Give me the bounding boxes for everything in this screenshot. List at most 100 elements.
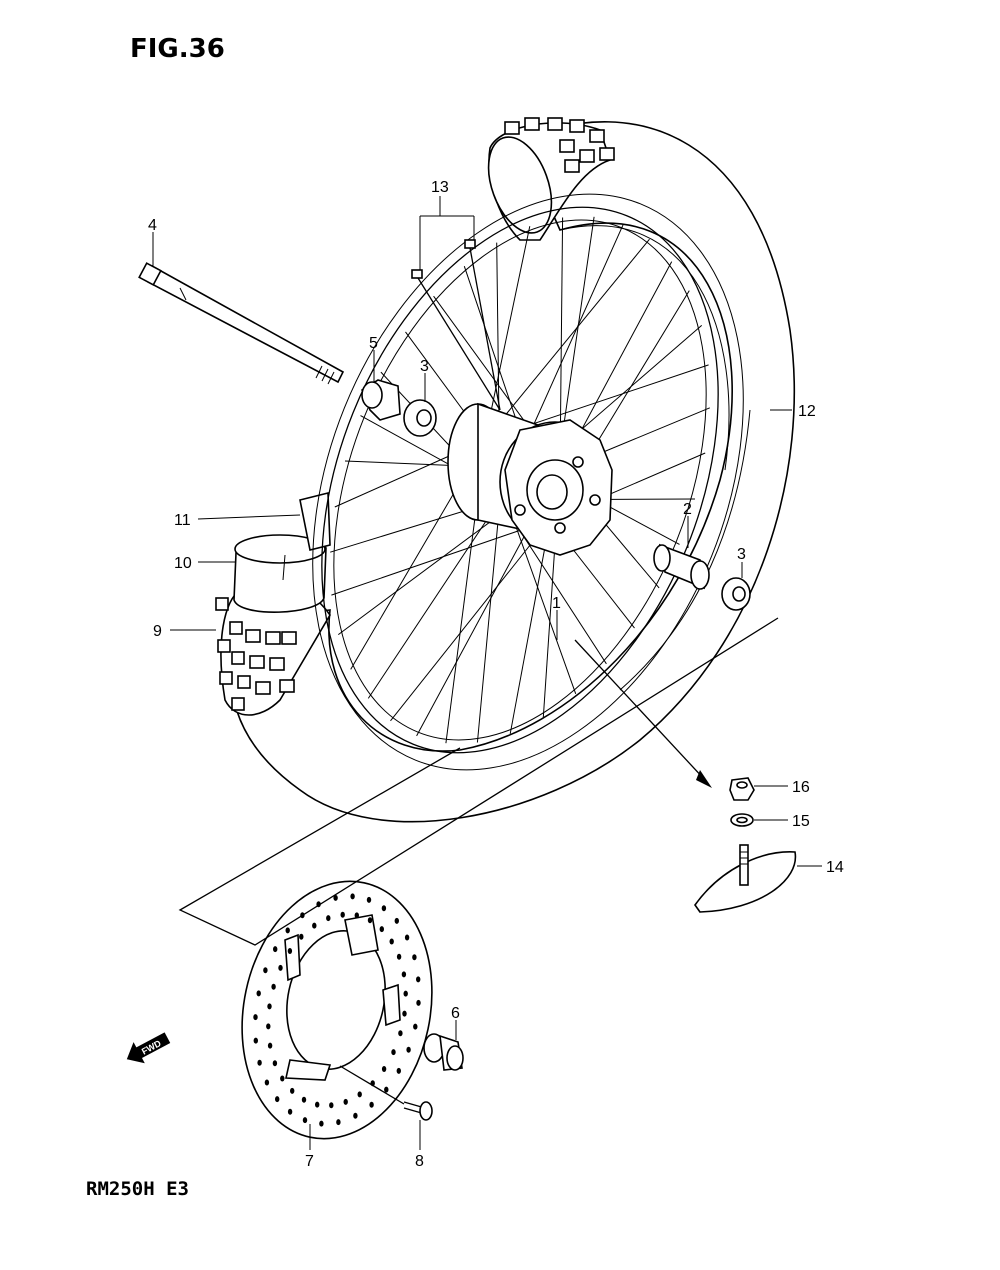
- callout-1: 1: [552, 595, 561, 612]
- disc-hole: [263, 967, 268, 974]
- disc-hole: [353, 1112, 358, 1119]
- tube-valve-patch: [694, 844, 797, 913]
- disc-hole: [272, 1060, 278, 1067]
- spacer: [653, 543, 710, 590]
- disc-hole: [391, 1049, 396, 1056]
- disc-hole: [333, 894, 338, 901]
- rim-band: [233, 534, 327, 613]
- callout-2: 2: [683, 501, 692, 518]
- disc-hole: [287, 948, 293, 954]
- disc-hole: [266, 1023, 271, 1030]
- disc-hole: [326, 915, 331, 922]
- figure-title: FIG.36: [130, 34, 225, 64]
- disc-hole: [379, 926, 384, 933]
- disc-hole: [285, 927, 290, 934]
- disc-hole: [401, 971, 407, 978]
- disc-hole: [350, 893, 355, 900]
- spoke: [367, 499, 501, 699]
- callout-6: 6: [451, 1005, 460, 1022]
- hub: [447, 402, 613, 556]
- callouts: 4 5 3 13 11 10 9 12 2 3 1 16 15 14 6 7 8: [148, 179, 844, 1170]
- disc-hole: [367, 917, 373, 924]
- spoke: [331, 519, 551, 596]
- callout-3-right: 3: [737, 546, 746, 563]
- callout-3-left: 3: [420, 358, 429, 375]
- spoke: [484, 226, 531, 441]
- callout-15: 15: [792, 813, 810, 830]
- callout-14: 14: [826, 859, 844, 876]
- disc-hole: [257, 1059, 262, 1066]
- spoke-set: [411, 239, 501, 411]
- disc-hole: [354, 912, 359, 919]
- disc-hole: [302, 1117, 308, 1124]
- tire-cross-section-top: [487, 117, 615, 241]
- valve-pointer-arrowhead: [696, 770, 712, 788]
- callout-7: 7: [305, 1153, 314, 1170]
- callout-13: 13: [431, 179, 449, 196]
- disc-hole: [287, 1108, 293, 1115]
- disc-hole: [273, 946, 278, 953]
- disc-hole: [312, 922, 317, 929]
- brake-disc-holes: [253, 893, 421, 1127]
- spoke: [484, 238, 650, 441]
- disc-hole: [299, 933, 304, 940]
- disc-hole: [278, 964, 283, 971]
- valve-washer: [730, 813, 754, 827]
- leader-lines: [152, 196, 822, 1150]
- disc-hole: [280, 1075, 285, 1082]
- disc-hole: [319, 1120, 324, 1127]
- disc-collar: [423, 1033, 464, 1071]
- disc-hole: [412, 954, 417, 961]
- disc-bolt: [403, 1101, 433, 1121]
- disc-hole: [253, 1014, 258, 1021]
- disc-hole: [381, 1066, 387, 1072]
- spoke: [390, 519, 551, 722]
- spoke: [476, 499, 501, 743]
- callout-5: 5: [369, 335, 378, 352]
- disc-hole: [398, 1030, 403, 1037]
- disc-hole: [315, 1101, 320, 1108]
- disc-hole: [384, 1086, 389, 1093]
- disc-hole: [389, 938, 394, 945]
- callout-8: 8: [415, 1153, 424, 1170]
- disc-hole: [366, 896, 372, 903]
- disc-hole: [290, 1087, 295, 1094]
- disc-hole: [256, 990, 261, 997]
- spoke: [509, 519, 551, 734]
- disc-hole: [381, 905, 387, 912]
- bearing-right: [721, 577, 751, 611]
- callout-12: 12: [798, 403, 816, 420]
- callout-9: 9: [153, 623, 162, 640]
- front-axle: [138, 262, 345, 385]
- disc-hole: [416, 976, 421, 983]
- valve-nut: [729, 777, 755, 801]
- disc-hole: [301, 1096, 307, 1103]
- disc-hole: [357, 1091, 362, 1098]
- disc-hole: [267, 1003, 272, 1010]
- model-code: RM250H E3: [86, 1178, 189, 1200]
- disc-hole: [329, 1102, 334, 1109]
- disc-hole: [404, 934, 410, 941]
- disc-hole: [264, 1079, 270, 1086]
- disc-hole: [267, 1042, 273, 1049]
- disc-hole: [336, 1119, 341, 1126]
- disc-hole: [396, 953, 402, 960]
- disc-hole: [396, 1067, 401, 1074]
- collar: [361, 379, 401, 421]
- disc-hole: [340, 911, 345, 918]
- disc-hole: [394, 917, 399, 924]
- disc-hole: [253, 1037, 258, 1044]
- callout-10: 10: [174, 555, 192, 572]
- valve-pointer-line: [574, 639, 706, 781]
- disc-hole: [402, 1010, 407, 1017]
- bearing-left: [403, 399, 437, 437]
- tire: [230, 121, 796, 823]
- assembly-lines: [178, 617, 779, 1105]
- fwd-arrow: FWD: [126, 1032, 171, 1064]
- disc-hole: [416, 999, 421, 1006]
- brake-disc: [241, 880, 433, 1140]
- disc-hole: [271, 983, 276, 990]
- disc-hole: [343, 1098, 348, 1105]
- callout-4: 4: [148, 217, 157, 234]
